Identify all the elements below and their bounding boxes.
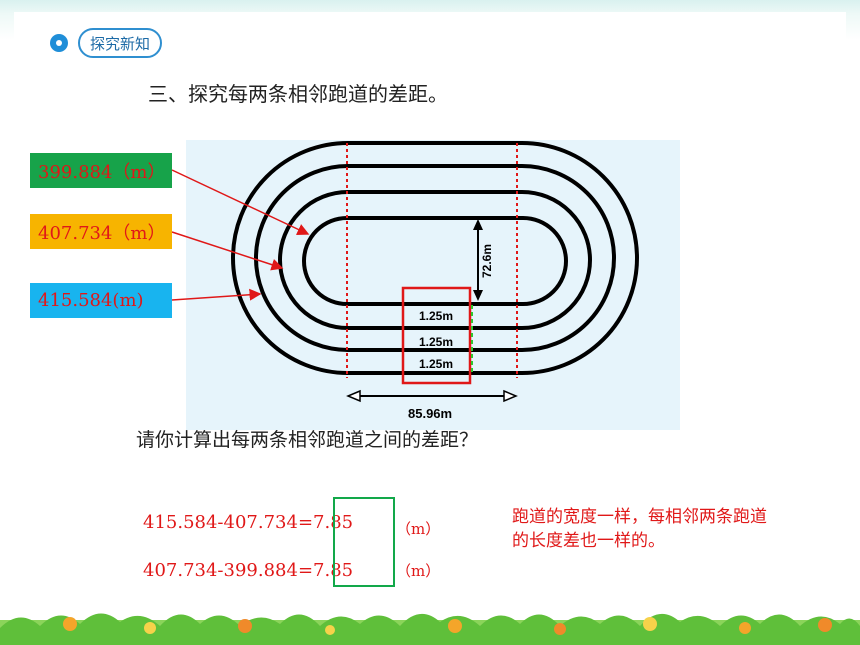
equation: 415.584-407.734=7.85: [143, 512, 354, 533]
bullet-icon: [50, 34, 68, 52]
lane-width-highlight: [401, 286, 472, 385]
lane-width-label: 1.25m: [419, 357, 453, 371]
answer-highlight: [333, 497, 395, 587]
decorative-grass: [0, 613, 860, 645]
width-label: 85.96m: [408, 406, 452, 421]
equation: 407.734-399.884=7.85: [143, 560, 354, 581]
section-badge-label: 探究新知: [78, 28, 163, 58]
section-badge: 探究新知: [50, 28, 163, 58]
question-text: 请你计算出每两条相邻跑道之间的差距？: [136, 429, 479, 451]
lane-width-label: 1.25m: [419, 335, 453, 349]
lane-length-label: 415.584(m): [30, 283, 172, 318]
height-label: 72.6m: [480, 244, 494, 278]
lane-outer: [231, 141, 639, 375]
lane-length-label: 407.734（m）: [30, 214, 172, 249]
lane-3: [254, 164, 616, 352]
lane-inner: [302, 216, 568, 306]
equation-unit: （m）: [396, 562, 441, 580]
conclusion-note: 跑道的宽度一样，每相邻两条跑道的长度差也一样的。: [512, 507, 767, 551]
page-title: 三、探究每两条相邻跑道的差距。: [148, 82, 448, 106]
lane-2: [278, 190, 592, 330]
equation-unit: （m）: [396, 520, 441, 538]
lane-length-label: 399.884（m）: [30, 153, 172, 188]
lane-width-label: 1.25m: [419, 309, 453, 323]
track-diagram-panel: [186, 140, 680, 430]
